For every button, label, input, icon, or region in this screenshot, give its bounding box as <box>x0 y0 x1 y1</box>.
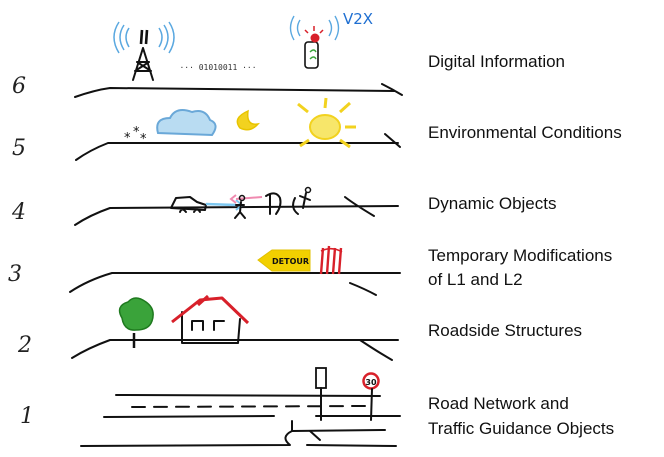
layer-label-5: Environmental Conditions <box>428 122 622 144</box>
pedestrian-icon <box>234 201 246 219</box>
layer-label-6: Digital Information <box>428 51 565 73</box>
snowflakes-icon: * * * <box>124 125 147 147</box>
speed-limit-value: 30 <box>365 378 377 387</box>
layer-1-sketch: 30 <box>80 367 401 447</box>
layer-label-4-line-1: Dynamic Objects <box>428 194 557 213</box>
layer-number-3: 3 <box>8 262 22 287</box>
layer-5-sketch: * * * <box>75 97 401 161</box>
layer-label-5-line-1: Environmental Conditions <box>428 123 622 142</box>
layer-label-3: Temporary Modifications of L1 and L2 <box>428 244 612 292</box>
car-icon <box>170 196 207 213</box>
layer-number-6: 6 <box>12 74 26 99</box>
layer-label-6-line-1: Digital Information <box>428 52 566 71</box>
v2x-traffic-light-icon <box>289 15 340 69</box>
moon-icon <box>236 109 260 131</box>
car-rear-icon <box>265 192 282 215</box>
construction-barrier-icon <box>319 245 343 275</box>
cloud-icon <box>156 109 217 137</box>
layer-label-1-line-1: Road Network and <box>428 394 569 413</box>
road-outline <box>80 394 401 447</box>
layer-3-sketch: DETOUR <box>69 245 401 296</box>
detour-sign: DETOUR <box>257 249 311 272</box>
v2x-label: V2X <box>343 10 373 28</box>
layer-2-plane <box>71 339 399 361</box>
motion-arrow-pink <box>235 196 263 200</box>
speed-limit-sign: 30 <box>362 372 380 421</box>
road-center-line <box>131 405 366 408</box>
layer-label-2-line-1: Roadside Structures <box>428 321 583 340</box>
cell-tower-icon <box>113 21 175 81</box>
svg-text:*: * <box>124 131 131 146</box>
layer-3-plane <box>69 272 401 296</box>
svg-text:*: * <box>140 132 147 147</box>
layer-number-4: 4 <box>12 200 26 225</box>
layer-5-plane <box>75 133 401 161</box>
layer-6-sketch: ··· 01010011 ··· V2X <box>74 10 403 98</box>
layer-label-3-line-2: of L1 and L2 <box>428 270 523 289</box>
gantry-sign <box>315 367 327 421</box>
layer-number-1: 1 <box>20 404 34 429</box>
layer-4-plane <box>74 196 399 226</box>
layer-2-sketch <box>71 294 399 361</box>
layer-label-1: Road Network and Traffic Guidance Object… <box>428 391 614 441</box>
layer-number-2: 2 <box>18 333 32 358</box>
layer-label-1-line-2: Traffic Guidance Objects <box>428 419 615 438</box>
house-icon <box>171 294 250 344</box>
layer-4-sketch <box>74 186 399 226</box>
detour-label: DETOUR <box>272 257 309 266</box>
layer-label-2: Roadside Structures <box>428 320 582 342</box>
svg-text:*: * <box>133 125 140 140</box>
cyclist-icon <box>292 192 311 215</box>
layer-6-plane <box>74 83 403 98</box>
binary-signal: ··· 01010011 ··· <box>179 63 256 72</box>
layer-label-3-line-1: Temporary Modifications <box>428 246 613 265</box>
sun-icon <box>297 97 356 149</box>
layer-number-5: 5 <box>12 136 26 161</box>
layer-label-4: Dynamic Objects <box>428 193 556 215</box>
crossing-road <box>291 420 321 441</box>
motion-arrow-blue <box>205 202 237 207</box>
tree-icon <box>118 297 154 348</box>
